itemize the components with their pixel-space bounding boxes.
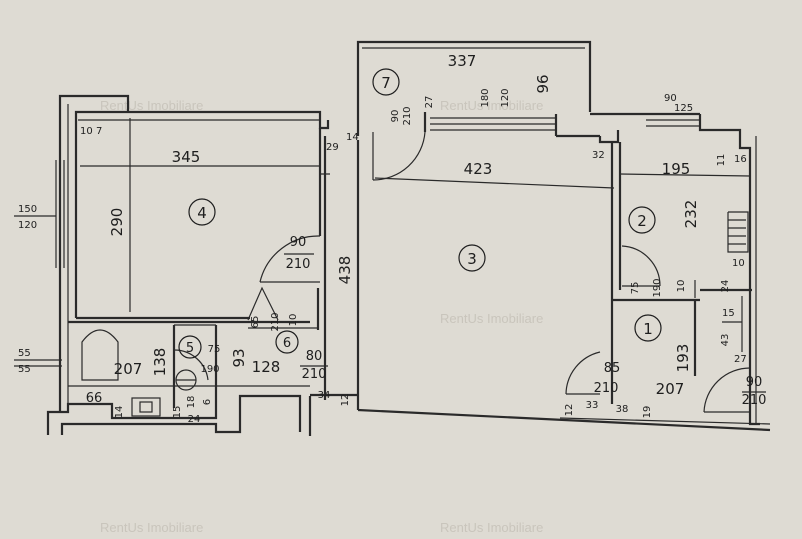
dim-19: 19 <box>642 406 653 419</box>
dimensions: 337 96 90 210 27 180 120 90 125 10 7 345… <box>14 52 766 425</box>
dim-room6-length: 128 <box>252 358 281 376</box>
room-7-circle <box>372 68 400 96</box>
dim-24: 24 <box>720 280 731 293</box>
room-1-label: 1 <box>643 320 653 338</box>
dim-43: 43 <box>720 334 731 347</box>
room-7-label: 7 <box>381 74 391 92</box>
dim-door7-width: 90 <box>390 110 401 123</box>
dim-24b: 24 <box>188 414 201 425</box>
dim-11: 11 <box>716 154 727 167</box>
room-6-label: 6 <box>283 336 291 351</box>
dim-15b: 15 <box>172 406 183 419</box>
dim-93: 93 <box>230 348 248 367</box>
watermark: RentUs Imobiliare <box>440 311 543 326</box>
dim-10b: 10 <box>732 258 745 269</box>
dim-66: 66 <box>86 391 103 406</box>
dim-room1-height: 193 <box>674 344 692 373</box>
dim-door2-height: 190 <box>652 278 663 297</box>
dim-38: 38 <box>616 404 629 415</box>
dim-room5-height: 138 <box>151 348 169 377</box>
room-1-circle <box>634 314 662 342</box>
dim-10c: 10 <box>676 280 687 293</box>
dim-29: 29 <box>326 142 339 153</box>
dim-door1-height: 210 <box>594 381 619 396</box>
room-6-circle <box>275 330 299 354</box>
room-4-circle <box>188 198 216 226</box>
dim-room1-length: 207 <box>656 380 685 398</box>
dim-door6-width: 80 <box>306 349 323 364</box>
dim-55b: 55 <box>18 364 31 375</box>
dim-33: 33 <box>586 400 599 411</box>
dim-room3-height: 438 <box>336 256 354 285</box>
room-5-label: 5 <box>186 341 194 356</box>
room-2-circle <box>628 206 656 234</box>
dim-entry-door-width: 90 <box>746 375 763 390</box>
dim-55a: 55 <box>18 348 31 359</box>
doors <box>173 131 751 413</box>
dim-12: 12 <box>340 394 351 407</box>
room-5-circle <box>178 335 202 359</box>
room-3-circle <box>458 244 486 272</box>
dim-door7-height: 210 <box>402 106 413 125</box>
dim-room3-length: 423 <box>464 160 493 178</box>
dim-room2-length: 195 <box>662 160 691 178</box>
dim-27b: 27 <box>734 354 747 365</box>
room-2-label: 2 <box>637 212 647 230</box>
dim-180: 180 <box>480 88 491 107</box>
dim-balcony-width: 96 <box>534 74 552 93</box>
dim-door5-width: 75 <box>208 344 221 355</box>
dim-door2-width: 75 <box>630 282 641 295</box>
dim-16: 16 <box>734 154 747 165</box>
dim-window-120: 120 <box>18 220 37 231</box>
dim-door5-height: 190 <box>200 364 219 375</box>
walls <box>46 40 771 436</box>
dim-34: 34 <box>318 390 331 401</box>
dim-window-150: 150 <box>18 204 37 215</box>
dim-14: 14 <box>346 132 359 143</box>
dim-door1-width: 85 <box>604 361 621 376</box>
dim-door4-height: 210 <box>286 257 311 272</box>
dim-18: 18 <box>186 396 197 409</box>
watermark: RentUs Imobiliare <box>440 520 543 535</box>
dim-12b: 12 <box>564 404 575 417</box>
dim-6: 6 <box>202 399 213 405</box>
dim-door6-height: 210 <box>302 367 327 382</box>
dim-entry-door-height: 210 <box>742 393 767 408</box>
watermark: RentUs Imobiliare <box>440 98 543 113</box>
watermark: RentUs Imobiliare <box>100 98 203 113</box>
dim-7: 7 <box>96 126 102 137</box>
dim-room2-height: 232 <box>682 200 700 229</box>
dim-10d: 10 <box>288 314 299 327</box>
dim-10: 10 <box>80 126 93 137</box>
dim-window-125: 125 <box>674 103 693 114</box>
dim-door4-width: 90 <box>290 235 307 250</box>
dim-27: 27 <box>424 96 435 109</box>
room-3-label: 3 <box>467 250 477 268</box>
watermark: RentUs Imobiliare <box>100 520 203 535</box>
room-4-label: 4 <box>197 204 207 222</box>
dim-room4-height: 290 <box>108 208 126 237</box>
dim-210: 210 <box>270 312 281 331</box>
dim-room5-length: 207 <box>114 360 143 378</box>
dim-65: 65 <box>250 316 261 329</box>
dim-15: 15 <box>722 308 735 319</box>
dim-14b: 14 <box>114 406 125 419</box>
dim-balcony-length: 337 <box>448 52 477 70</box>
room-labels: 7 4 3 2 1 5 6 <box>178 68 662 359</box>
dim-120: 120 <box>500 88 511 107</box>
dim-32: 32 <box>592 150 605 161</box>
dim-room4-length: 345 <box>172 148 201 166</box>
dim-window-90: 90 <box>664 93 677 104</box>
